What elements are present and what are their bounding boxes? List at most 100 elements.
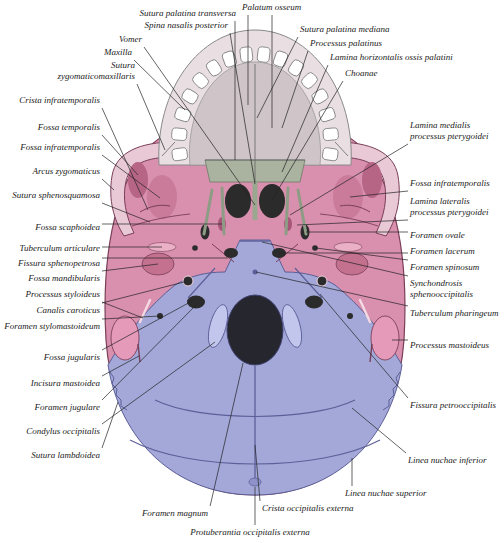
- occipital-bone: [108, 240, 402, 495]
- part-label: Crista occipitalis externa: [262, 503, 354, 514]
- leader-line: [352, 408, 406, 453]
- leader-line: [102, 342, 215, 424]
- leader-line: [316, 248, 408, 260]
- vomer: [253, 182, 258, 220]
- tooth: [171, 128, 187, 141]
- part-label: Vomer: [119, 34, 142, 45]
- leader-line: [290, 144, 408, 215]
- foramen-magnum: [227, 295, 283, 365]
- foramen: [224, 248, 238, 258]
- occipital-condyle: [205, 303, 232, 350]
- maxilla-palate: [159, 30, 351, 234]
- leader-line: [282, 51, 308, 128]
- infratemporal-fossa: [147, 175, 177, 219]
- leader-line: [230, 33, 255, 184]
- leader-line: [255, 487, 256, 525]
- leader-line: [102, 356, 139, 376]
- part-label: Incisura mastoidea: [31, 378, 100, 389]
- part-label: Processus mastoideus: [410, 340, 489, 351]
- part-label: Palatum osseum: [242, 2, 301, 13]
- part-label: Condylus occipitalis: [26, 426, 100, 437]
- foramen: [347, 313, 353, 319]
- palatal-sutures: [162, 64, 348, 184]
- leader-line: [272, 81, 343, 200]
- part-label: Tuberculum pharingeum: [410, 308, 498, 319]
- tooth: [272, 50, 288, 68]
- mastoid-process: [371, 316, 399, 360]
- part-label: Foramen ovale: [410, 230, 465, 241]
- leader-line: [352, 458, 353, 486]
- leader-line: [102, 302, 143, 318]
- leader-line: [144, 47, 255, 205]
- occipital-condyle: [279, 303, 306, 350]
- part-label: Fossa temporalis: [38, 122, 100, 133]
- part-label: Sutura palatina mediana: [300, 24, 390, 35]
- part-label: Foramen magnum: [142, 508, 208, 519]
- infratemporal-fossa: [333, 175, 363, 219]
- leader-line: [255, 445, 260, 501]
- part-label: Processus palatinus: [310, 38, 382, 49]
- mandibular-fossa: [336, 253, 368, 275]
- tooth: [171, 147, 188, 161]
- tooth: [322, 147, 339, 161]
- tooth: [323, 128, 339, 141]
- leader-line: [257, 37, 298, 118]
- tooth: [257, 46, 271, 62]
- leader-line: [102, 264, 158, 271]
- part-label: Fossa scaphoidea: [35, 222, 100, 233]
- part-label: Synchondrosis sphenooccipitalis: [410, 278, 500, 300]
- leader-line: [102, 203, 150, 222]
- leader-line: [262, 242, 408, 276]
- leader-line: [102, 281, 188, 303]
- leader-line: [256, 272, 408, 306]
- part-label: Spina nasalis posterior: [144, 20, 228, 31]
- part-label: Protuberantia occipitalis externa: [190, 527, 310, 538]
- leader-line: [102, 155, 160, 198]
- pterygoid-plate: [204, 188, 306, 234]
- leader-line: [102, 179, 114, 190]
- tooth: [300, 71, 319, 90]
- leader-line: [102, 224, 222, 225]
- tooth: [318, 107, 336, 123]
- tooth: [174, 107, 192, 123]
- jugular-foramen: [305, 296, 323, 309]
- leader-line: [102, 247, 162, 248]
- leader-line: [392, 340, 408, 341]
- leader-line: [102, 108, 148, 210]
- leader-line: [102, 303, 198, 400]
- part-label: Linea nuchae superior: [345, 488, 427, 499]
- mastoid-process: [111, 316, 139, 360]
- leader-line: [279, 253, 408, 254]
- tooth: [205, 58, 223, 77]
- leader-line: [102, 300, 194, 350]
- part-label: Choanae: [345, 68, 378, 79]
- part-label: Fissura petrooccipitalis: [410, 400, 496, 411]
- leader-line: [235, 21, 236, 160]
- part-label: Lamina lateralis processus pterygoidei: [410, 196, 500, 218]
- carotid-canal: [317, 276, 327, 286]
- leader-line: [297, 220, 408, 225]
- part-label: Foramen stylomastoideum: [4, 321, 100, 332]
- leader-line: [134, 60, 185, 110]
- leader-line: [248, 15, 249, 105]
- part-label: Sutura zygomaticomaxillaris: [35, 60, 135, 82]
- tooth: [310, 87, 329, 105]
- part-label: Canalis caroticus: [37, 305, 100, 316]
- part-label: Fossa infratemporalis: [20, 142, 100, 153]
- part-label: Sutura lambdoidea: [31, 450, 100, 461]
- tooth: [240, 46, 254, 62]
- part-label: Crista infratemporalis: [19, 95, 100, 106]
- part-label: Lamina medialis processus pterygoidei: [410, 120, 500, 142]
- part-label: Processus styloideus: [26, 289, 100, 300]
- part-label: Arcus zygomaticus: [33, 166, 100, 177]
- part-label: Sutura sphenosquamosa: [12, 190, 100, 201]
- part-label: Foramen spinosum: [410, 262, 479, 273]
- leader-line: [320, 294, 408, 398]
- part-label: Tuberculum articulare: [19, 243, 100, 254]
- choana: [225, 184, 251, 218]
- temporal-fossa: [362, 162, 382, 198]
- leader-line: [210, 363, 243, 506]
- part-label: Linea nuchae inferior: [408, 455, 487, 466]
